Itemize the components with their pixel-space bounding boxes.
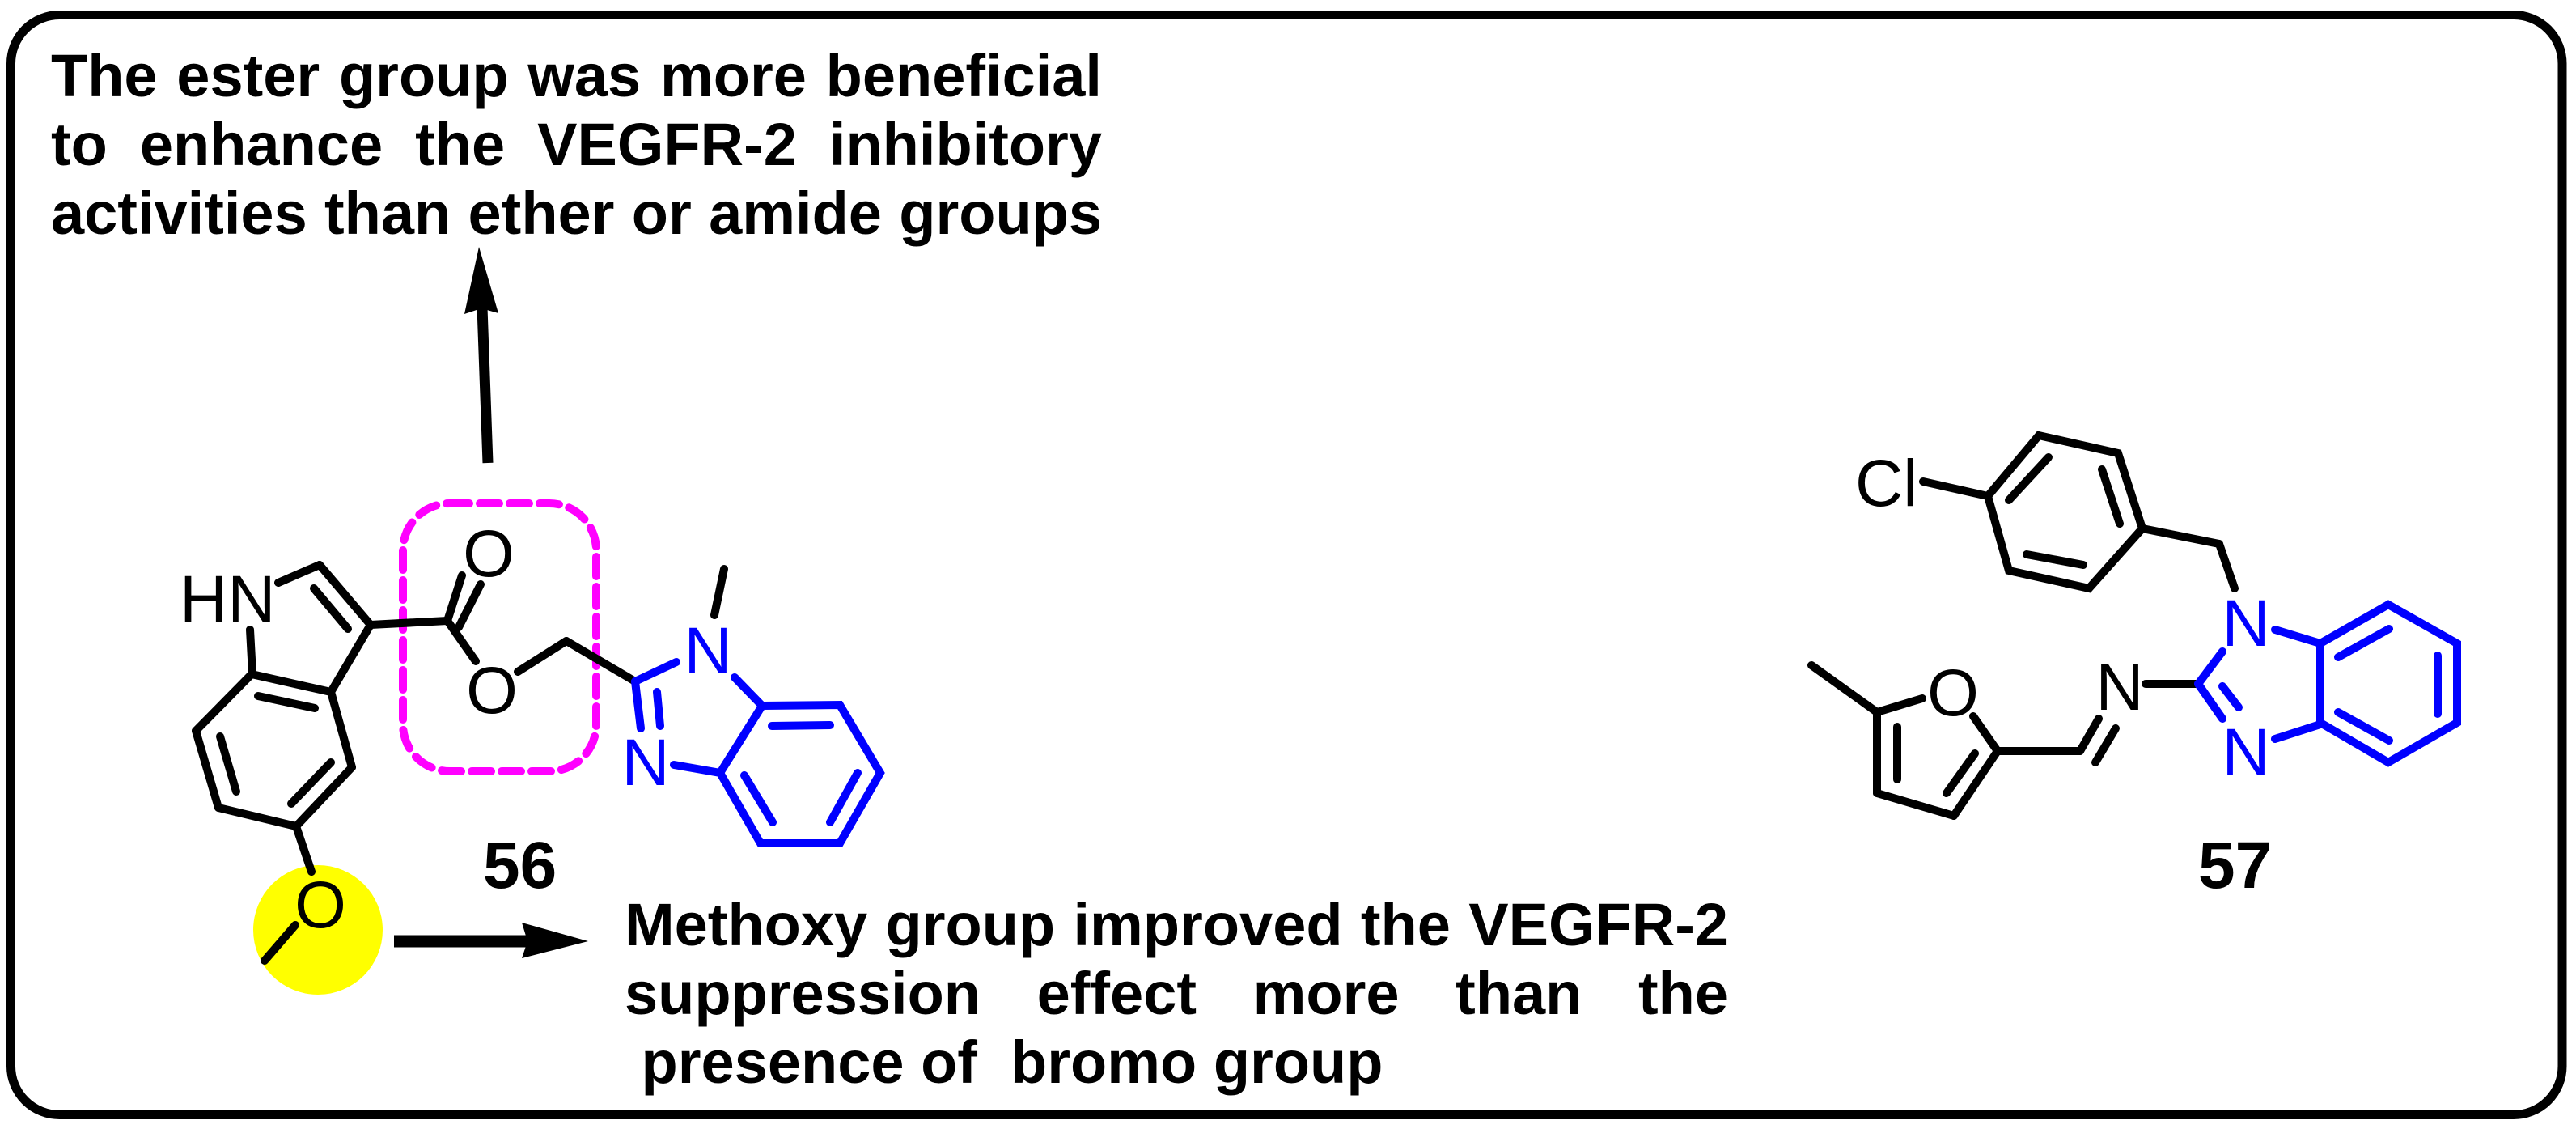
ester-note-arrow	[464, 247, 498, 464]
compound-label-57: 57	[2198, 829, 2272, 902]
atom-label-methoxy-o: O	[294, 868, 346, 942]
methoxy-annotation: Methoxy group improved the VEGFR-2 suppr…	[625, 890, 1728, 1097]
methoxy-note-arrow	[394, 923, 588, 958]
benzimidazole-56-bonds	[631, 658, 885, 847]
furan-imine-bonds	[1807, 661, 2202, 820]
benzimidazole-57-bonds	[2194, 600, 2461, 767]
compound-label-56: 56	[483, 829, 557, 902]
atom-label-n3: N	[621, 726, 669, 800]
methoxy-annotation-line-2: suppression effect more than the	[625, 960, 1728, 1027]
atom-label-n1-57: N	[2222, 587, 2269, 660]
compound-57-structure: Cl O N N N 57	[1807, 431, 2461, 902]
atom-label-n1: N	[684, 614, 731, 688]
compound-56-structure: HN O O O N N 56	[180, 499, 885, 995]
ester-highlight-box	[399, 499, 600, 775]
atom-label-nh: HN	[180, 562, 275, 636]
atom-label-imine-n: N	[2095, 651, 2143, 724]
ester-bonds	[366, 565, 728, 685]
ester-annotation: The ester group was more beneficial to e…	[51, 41, 1102, 248]
ester-annotation-line-2: to enhance the VEGFR-2 inhibitory	[51, 111, 1102, 178]
atom-label-cl: Cl	[1855, 447, 1917, 520]
chlorobenzyl-bonds	[1919, 431, 2239, 593]
atom-label-furan-o: O	[1927, 656, 1979, 730]
atom-label-carbonyl-o: O	[463, 517, 515, 591]
atom-label-ester-o: O	[466, 654, 518, 728]
methoxy-annotation-line-3: presence of bromo group	[625, 1029, 1383, 1096]
methoxy-highlight	[253, 865, 383, 995]
methoxy-annotation-line-1: Methoxy group improved the VEGFR-2	[625, 891, 1728, 958]
indole-bonds	[192, 561, 375, 965]
atom-label-n3-57: N	[2222, 715, 2269, 789]
ester-annotation-line-1: The ester group was more beneficial	[51, 42, 1102, 109]
ester-annotation-line-3: activities than ether or amide groups	[51, 180, 1102, 247]
figure-frame	[6, 11, 2567, 1119]
